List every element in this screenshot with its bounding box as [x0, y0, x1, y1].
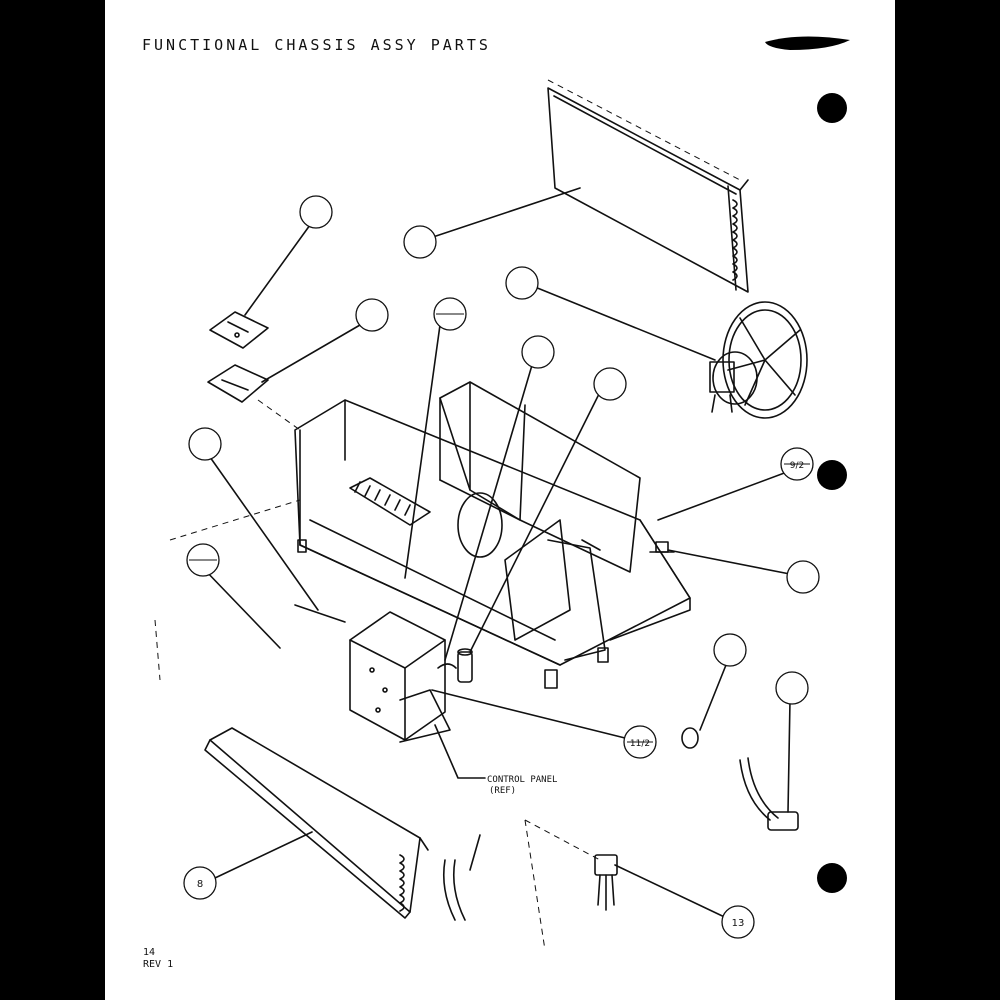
leader-screw	[202, 567, 281, 649]
callout-grommet	[713, 633, 747, 667]
evaporator-coil	[204, 727, 429, 919]
ink-smudge	[765, 36, 850, 50]
control-bracket-lower	[207, 364, 269, 403]
fan-motor-assembly	[709, 301, 808, 419]
control-panel-ref-label: (REF)	[489, 786, 516, 796]
leader-condenser	[429, 187, 581, 239]
leader-relay	[614, 864, 736, 923]
callout-bracket-lower	[355, 298, 389, 332]
callout-strap	[521, 335, 555, 369]
drawing-sheet	[105, 0, 895, 1000]
leader-capacitor	[469, 391, 601, 653]
callout-condenser	[403, 225, 437, 259]
leader-valve	[667, 549, 796, 576]
condenser-coil	[547, 87, 749, 293]
callout-plug	[775, 671, 809, 705]
drain-hose	[739, 757, 799, 831]
binder-hole-3	[817, 863, 847, 893]
leader-fan-motor	[529, 284, 716, 361]
control-bracket-upper	[209, 311, 269, 349]
leader-heater	[404, 324, 441, 579]
heater-element	[349, 477, 431, 526]
drain-tube	[442, 834, 481, 921]
callout-capacitor	[593, 367, 627, 401]
callout-number-capacitor-clip: 11/2	[630, 739, 650, 749]
binder-hole-2	[817, 460, 847, 490]
callout-tube	[188, 427, 222, 461]
callout-number-relay-lower: 13	[732, 918, 745, 929]
leader-clip	[431, 689, 626, 739]
callout-bracket-upper	[299, 195, 333, 229]
leader-bracket-lower	[261, 324, 361, 383]
leader-tube	[204, 449, 319, 611]
dash-line-5	[257, 399, 301, 431]
callout-evaporator	[183, 866, 217, 900]
callout-relay-lower	[721, 905, 755, 939]
callout-number-evaporator: 8	[197, 879, 203, 890]
dash-line-1	[547, 79, 741, 181]
dash-line-2	[169, 499, 301, 541]
relay	[594, 854, 618, 911]
leader-fitting	[657, 471, 788, 521]
callout-number-fitting: 9/2	[790, 461, 804, 471]
capacitor	[457, 648, 473, 683]
callout-fan-motor	[505, 266, 539, 300]
grommet	[681, 727, 699, 749]
revision-label: REV 1	[143, 959, 174, 970]
sensing-tube	[294, 604, 346, 623]
capacitor-strap	[437, 663, 457, 669]
callout-valve	[786, 560, 820, 594]
page-number: 14	[143, 947, 156, 958]
chassis-base	[294, 399, 691, 689]
control-panel-box	[349, 611, 451, 743]
side-panel	[504, 519, 606, 661]
leader-bracket-upper	[244, 224, 311, 316]
dash-line-4	[524, 819, 546, 951]
valve-fitting	[649, 541, 675, 553]
fan-shroud	[439, 381, 641, 573]
leader-control-panel	[434, 724, 486, 779]
leader-grommet	[699, 659, 729, 731]
binder-hole-1	[817, 93, 847, 123]
leader-evaporator	[214, 831, 313, 879]
leader-plug	[787, 699, 791, 813]
dash-line-3	[524, 819, 601, 861]
dash-line-6	[154, 619, 161, 681]
page-title: FUNCTIONAL CHASSIS ASSY PARTS	[142, 36, 491, 54]
control-panel-label: CONTROL PANEL	[487, 775, 557, 785]
leader-strap	[444, 354, 536, 661]
